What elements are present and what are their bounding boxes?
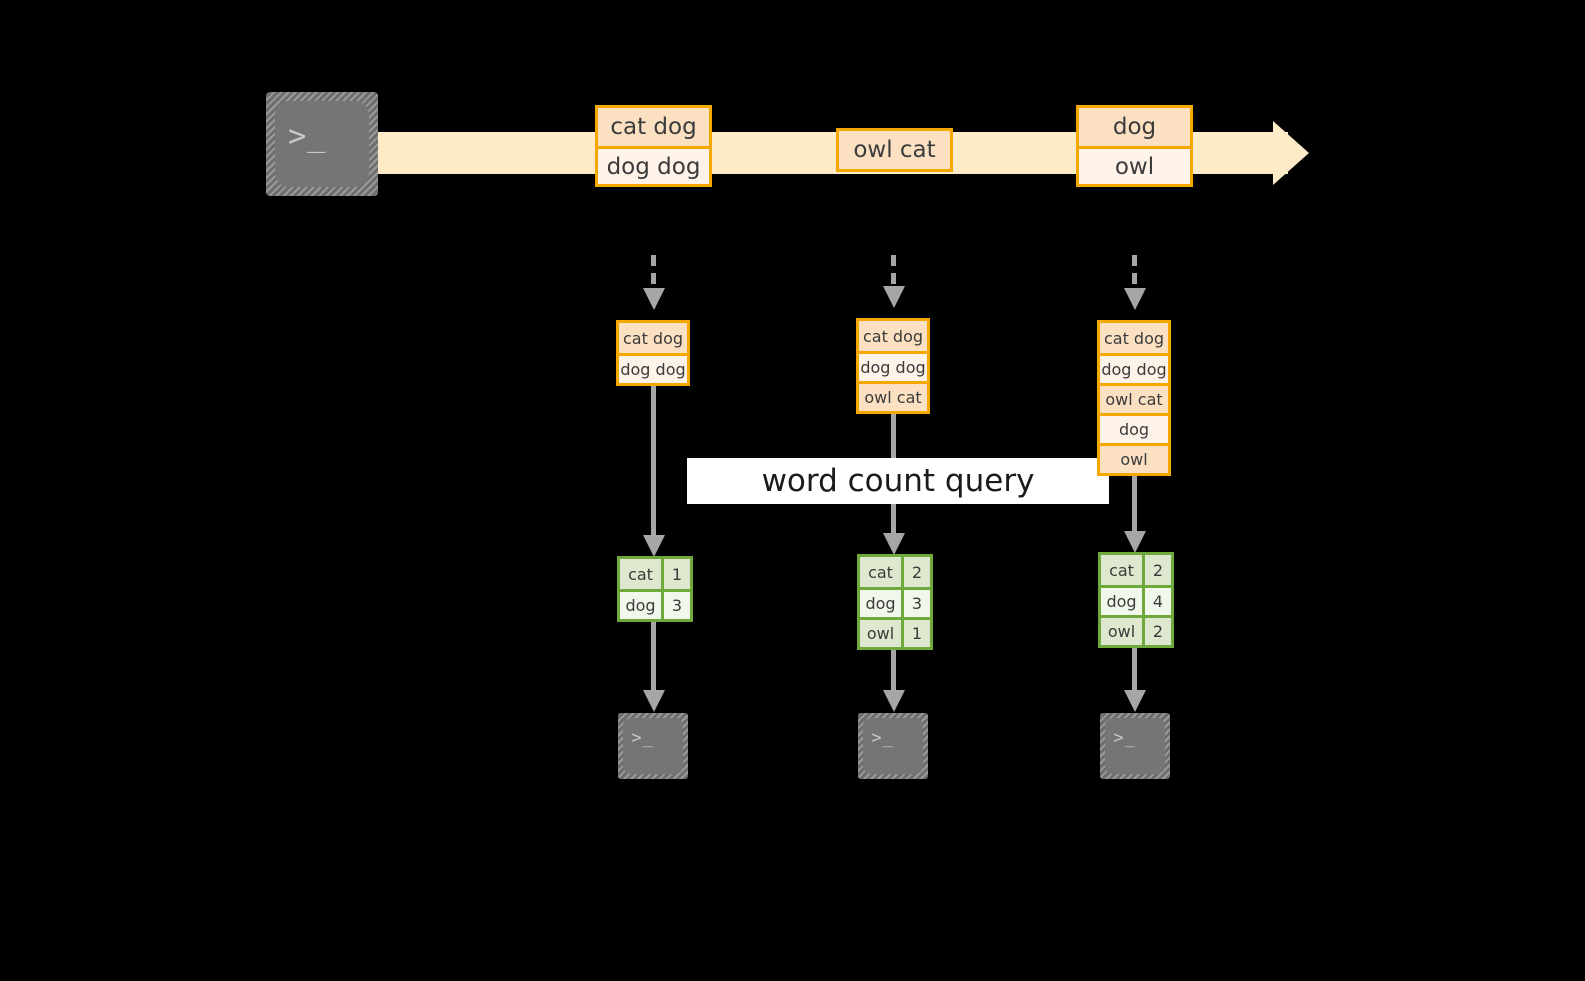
result-count: 2 (1145, 555, 1171, 585)
page-title: word count query (761, 463, 1035, 499)
table-row: cat 1 (620, 559, 690, 589)
arrow-down-icon (883, 533, 905, 555)
result-count: 3 (664, 592, 690, 619)
table-row: cat 2 (860, 557, 930, 587)
result-count: 4 (1145, 588, 1171, 615)
result-table-column-3[interactable]: cat 2 dog 4 owl 2 (1098, 552, 1174, 648)
result-word: dog (620, 592, 664, 619)
result-word: owl (860, 620, 904, 647)
result-table-column-2[interactable]: cat 2 dog 3 owl 1 (857, 554, 933, 650)
table-row: dog 3 (620, 589, 690, 619)
terminal-screen: >_ (623, 718, 683, 774)
result-count: 2 (1145, 618, 1171, 645)
arrow-down-icon (643, 288, 665, 310)
result-to-sink-line (651, 622, 656, 697)
sink-terminal-icon-column-2[interactable]: >_ (858, 713, 928, 779)
result-to-sink-line (1132, 648, 1137, 698)
stream-line: owl (1079, 146, 1190, 184)
stream-to-input-dashed-line (651, 255, 656, 293)
input-row: dog dog (619, 353, 687, 383)
input-row: dog dog (859, 351, 927, 381)
result-table-column-1[interactable]: cat 1 dog 3 (617, 556, 693, 622)
result-word: cat (620, 559, 664, 589)
input-row: owl (1100, 443, 1168, 473)
terminal-prompt-label: >_ (871, 728, 894, 749)
result-word: dog (1101, 588, 1145, 615)
terminal-screen: >_ (1105, 718, 1165, 774)
input-to-result-line (651, 386, 656, 541)
arrow-down-icon (643, 690, 665, 712)
table-row: dog 3 (860, 587, 930, 617)
arrow-right-icon (1273, 121, 1309, 185)
result-count: 1 (904, 620, 930, 647)
stream-batch-2[interactable]: owl cat (836, 128, 953, 172)
input-table-column-3[interactable]: cat dog dog dog owl cat dog owl (1097, 320, 1171, 476)
stream-line: owl cat (839, 131, 950, 169)
result-count: 2 (904, 557, 930, 587)
input-table-column-1[interactable]: cat dog dog dog (616, 320, 690, 386)
input-row: dog dog (1100, 353, 1168, 383)
terminal-prompt-label: >_ (1113, 728, 1136, 749)
table-row: owl 1 (860, 617, 930, 647)
sink-terminal-icon-column-1[interactable]: >_ (618, 713, 688, 779)
result-word: dog (860, 590, 904, 617)
stream-to-input-dashed-line (1132, 255, 1137, 293)
input-row: owl cat (1100, 383, 1168, 413)
terminal-prompt-label: >_ (288, 118, 327, 154)
result-word: owl (1101, 618, 1145, 645)
result-count: 3 (904, 590, 930, 617)
input-table-column-2[interactable]: cat dog dog dog owl cat (856, 318, 930, 414)
query-label-band: word count query (687, 458, 1109, 504)
input-row: dog (1100, 413, 1168, 443)
terminal-prompt-label: >_ (631, 728, 654, 749)
stream-line: cat dog (598, 108, 709, 146)
stream-to-input-dashed-line (891, 255, 896, 291)
arrow-down-icon (643, 535, 665, 557)
table-row: owl 2 (1101, 615, 1171, 645)
terminal-screen: >_ (863, 718, 923, 774)
arrow-down-icon (1124, 288, 1146, 310)
table-row: cat 2 (1101, 555, 1171, 585)
input-row: cat dog (859, 321, 927, 351)
input-to-result-line (1132, 476, 1137, 539)
result-count: 1 (664, 559, 690, 589)
input-row: cat dog (619, 323, 687, 353)
arrow-down-icon (883, 286, 905, 308)
result-word: cat (1101, 555, 1145, 585)
arrow-down-icon (1124, 690, 1146, 712)
result-to-sink-line (891, 650, 896, 698)
input-row: owl cat (859, 381, 927, 411)
stream-line: dog (1079, 108, 1190, 146)
table-row: dog 4 (1101, 585, 1171, 615)
stream-line: dog dog (598, 146, 709, 184)
source-terminal-icon[interactable]: >_ (266, 92, 378, 196)
terminal-screen: >_ (275, 101, 369, 187)
arrow-down-icon (1124, 531, 1146, 553)
sink-terminal-icon-column-3[interactable]: >_ (1100, 713, 1170, 779)
stream-batch-3[interactable]: dog owl (1076, 105, 1193, 187)
arrow-down-icon (883, 690, 905, 712)
stream-batch-1[interactable]: cat dog dog dog (595, 105, 712, 187)
input-row: cat dog (1100, 323, 1168, 353)
result-word: cat (860, 557, 904, 587)
